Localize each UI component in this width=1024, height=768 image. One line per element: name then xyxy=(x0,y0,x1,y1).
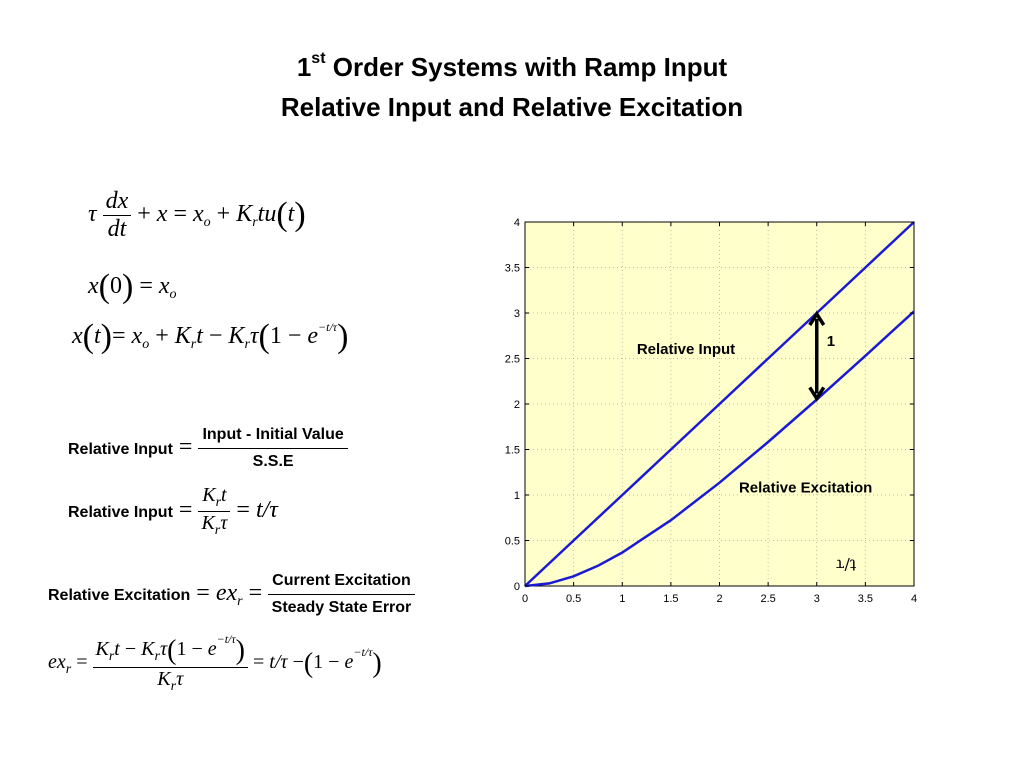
y-tick-label: 2.5 xyxy=(505,354,520,366)
y-tick-label: 0 xyxy=(514,581,520,593)
gap-arrow-head-top xyxy=(808,310,826,326)
relative-excitation-line xyxy=(524,310,915,588)
x-tick-label: 3.5 xyxy=(858,593,873,605)
y-tick-label: 1.5 xyxy=(505,445,520,457)
x-tick-label: 1 xyxy=(619,593,625,605)
slide-title-line2: Relative Input and Relative Excitation xyxy=(280,92,744,122)
equation-2: x(0) = xo xyxy=(88,268,177,305)
relative-input-excitation-chart: 0 0.5 1 1.5 2 2.5 3 3.5 4 0 0.5 1 1.5 2 2.5 3 3.5 4 Relat… xyxy=(505,217,917,605)
y-tick-label: 4 xyxy=(514,217,520,229)
x-tick-label: 0.5 xyxy=(566,593,581,605)
gap-arrow-head-bottom xyxy=(808,386,826,402)
relative-excitation-formula: exr = Krt − Krτ(1 − e−t/τ)Krτ = t/τ −(1 … xyxy=(48,632,382,694)
x-tick-label: 3 xyxy=(814,593,820,605)
x-axis-label: t/τ xyxy=(835,556,856,575)
y-tick-label: 2 xyxy=(514,399,520,411)
y-tick-label: 3.5 xyxy=(505,263,520,275)
relative-input-label-2: Relative Input xyxy=(68,504,173,522)
relative-excitation-definition: Relative Excitation = exr = Current Exci… xyxy=(48,572,415,617)
relative-input-denominator: S.S.E xyxy=(252,453,294,470)
relative-input-numerator: Input - Initial Value xyxy=(198,426,348,449)
x-tick-label: 4 xyxy=(911,593,917,605)
series-label-relative-excitation: Relative Excitation xyxy=(739,479,872,496)
series-label-relative-input: Relative Input xyxy=(637,341,735,358)
y-tick-label: 3 xyxy=(514,308,520,320)
y-tick-label: 0.5 xyxy=(505,536,520,548)
x-tick-label: 1.5 xyxy=(663,593,678,605)
x-tick-label: 0 xyxy=(522,593,528,605)
x-tick-label: 2 xyxy=(716,593,722,605)
y-tick-label: 1 xyxy=(514,490,520,502)
relative-excitation-numerator: Current Excitation xyxy=(268,572,415,595)
relative-excitation-label: Relative Excitation xyxy=(48,587,191,605)
relative-excitation-denominator: Steady State Error xyxy=(271,599,412,616)
gap-label: 1 xyxy=(827,333,835,350)
slide-title-line1: 1st Order Systems with Ramp Input xyxy=(296,50,728,82)
relative-input-label: Relative Input xyxy=(68,441,173,459)
equation-3: x(t)= xo + Krt − Krτ(1 − e−t/τ) xyxy=(72,318,349,355)
relative-input-line xyxy=(524,221,915,587)
x-tick-label: 2.5 xyxy=(760,593,775,605)
